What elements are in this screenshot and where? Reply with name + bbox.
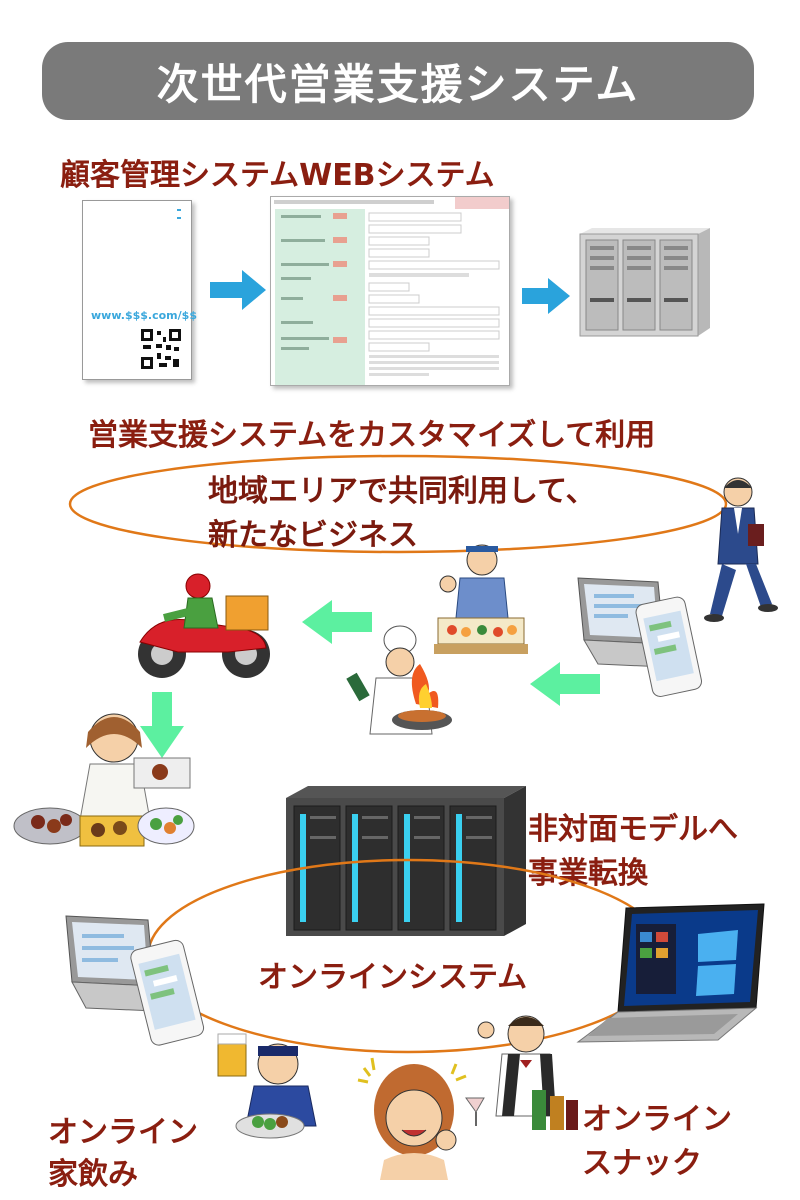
home-line-1: オンライン bbox=[48, 1115, 198, 1150]
businessman-icon bbox=[704, 477, 778, 622]
ellipse-caption: 地域エリアで共同利用して、 新たなビジネス bbox=[208, 470, 596, 558]
ellipse-outline bbox=[68, 454, 728, 554]
page-title: 次世代営業支援システム bbox=[156, 59, 640, 109]
section-title-crm: 顧客管理システムWEBシステム bbox=[60, 158, 495, 193]
arrow-right-icon bbox=[522, 278, 570, 314]
nonface-line-1: 非対面モデルへ bbox=[528, 812, 738, 847]
chef-flambe-icon bbox=[346, 625, 452, 735]
snack-line-2: スナック bbox=[582, 1146, 702, 1181]
woman-eating-icon bbox=[13, 713, 195, 847]
arrow-right-icon bbox=[210, 270, 266, 310]
online-snack-caption: オンライン スナック bbox=[582, 1098, 732, 1186]
delivery-motorbike-icon bbox=[138, 573, 270, 678]
sushi-chef-icon bbox=[434, 544, 528, 654]
flyer-document: www.$$$.com/$$ bbox=[82, 200, 197, 380]
man-with-beer-icon bbox=[217, 1033, 317, 1139]
online-system-caption: オンラインシステム bbox=[258, 960, 528, 995]
arrow-down-icon bbox=[140, 692, 184, 758]
page-title-banner: 次世代営業支援システム bbox=[42, 42, 754, 120]
home-line-2: 家飲み bbox=[48, 1157, 138, 1192]
nonface-model-caption: 非対面モデルへ 事業転換 bbox=[528, 808, 738, 896]
laptop-phone-icon bbox=[577, 577, 703, 697]
flyer-marks bbox=[177, 209, 181, 219]
laptop-phone-icon bbox=[65, 915, 205, 1046]
form-mockup bbox=[271, 197, 509, 385]
nonface-line-2: 事業転換 bbox=[528, 856, 648, 891]
web-form-screenshot bbox=[270, 196, 510, 386]
ellipse-line-2: 新たなビジネス bbox=[208, 518, 418, 553]
arrow-left-icon bbox=[302, 600, 372, 644]
ellipse-line-1: 地域エリアで共同利用して、 bbox=[208, 474, 596, 509]
qr-code-icon bbox=[141, 329, 181, 369]
arrow-left-icon bbox=[530, 662, 600, 706]
flyer-url: www.$$$.com/$$ bbox=[91, 309, 197, 322]
server-rack-icon bbox=[579, 228, 710, 337]
section-title-sales-support: 営業支援システムをカスタマイズして利用 bbox=[88, 418, 656, 453]
snack-line-1: オンライン bbox=[582, 1102, 732, 1137]
online-home-drinking-caption: オンライン 家飲み bbox=[48, 1112, 198, 1196]
windows-laptop-icon bbox=[576, 903, 765, 1043]
bartender-icon bbox=[465, 1015, 578, 1130]
woman-smiling-icon bbox=[357, 1057, 467, 1180]
